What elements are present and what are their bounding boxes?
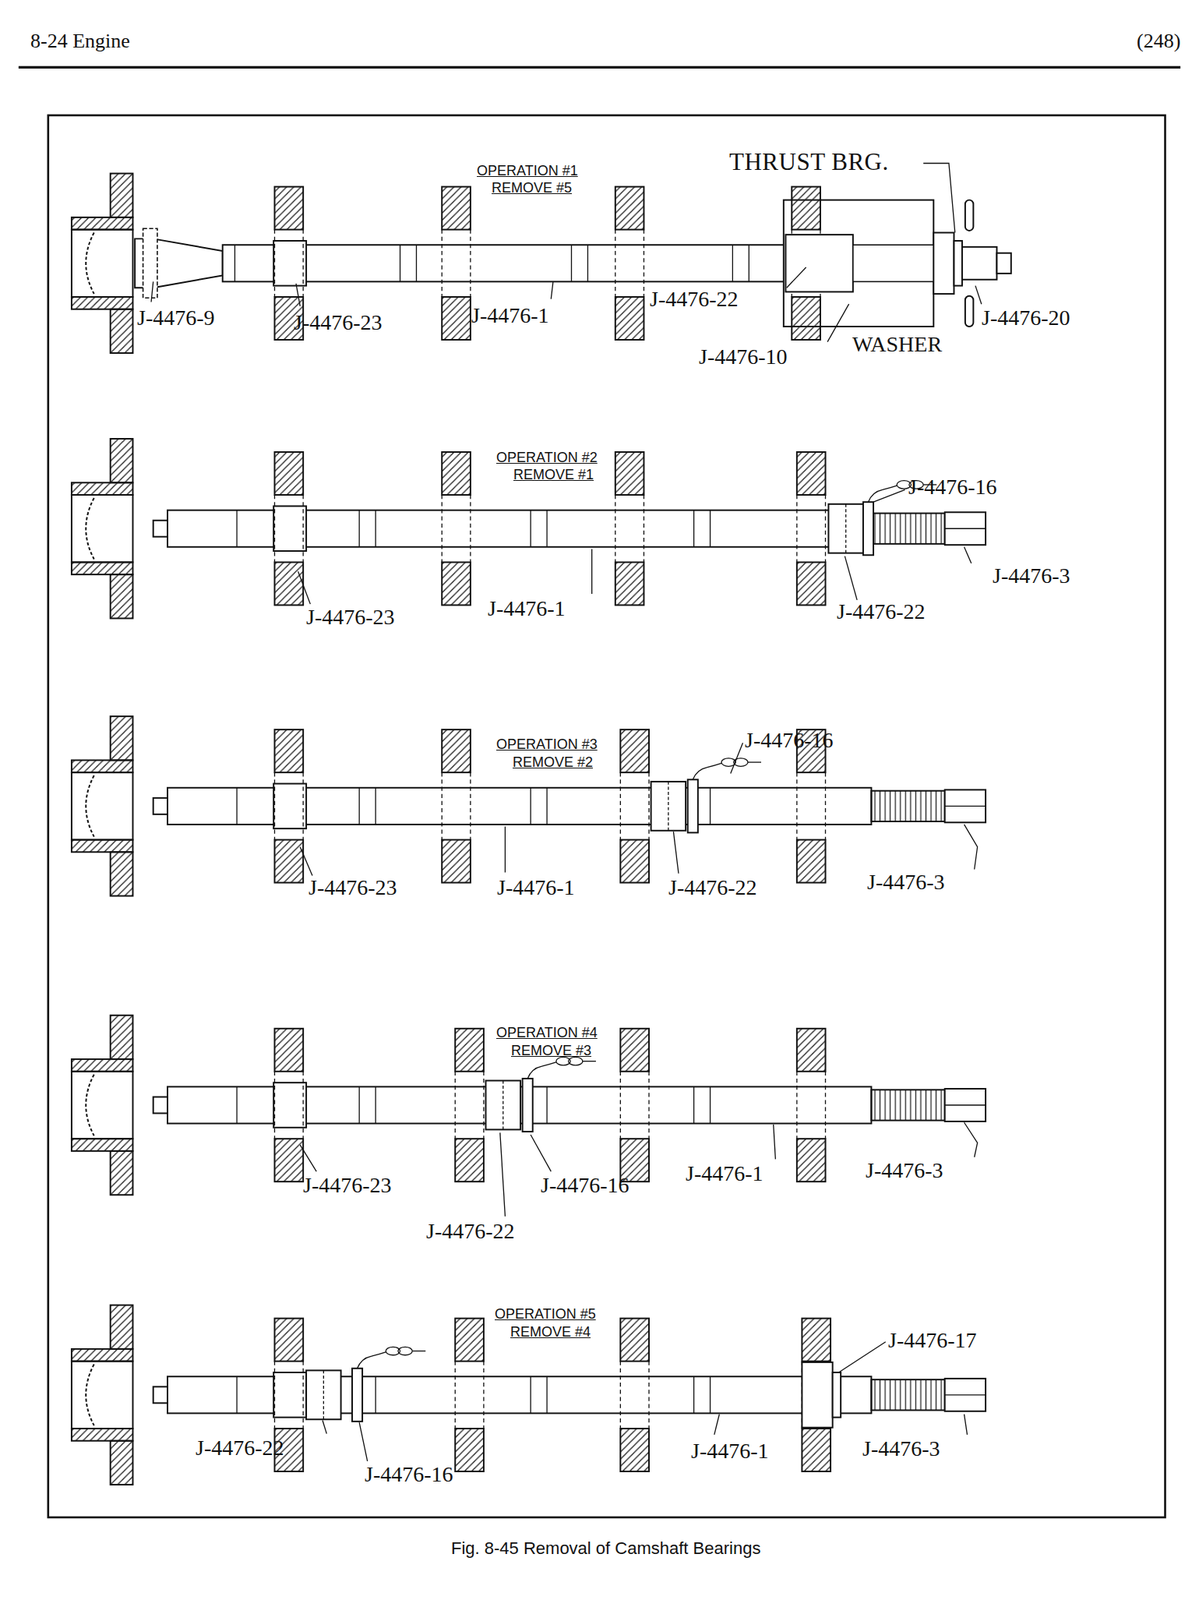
- part-name: WASHER: [852, 332, 942, 357]
- tool-number: J-4476-17: [888, 1328, 977, 1353]
- tool-number: J-4476-16: [908, 475, 998, 500]
- tool-number: J-4476-23: [306, 605, 395, 630]
- tool-number: J-4476-22: [668, 875, 758, 900]
- tool-number: J-4476-22: [649, 287, 739, 312]
- tool-number: J-4476-23: [308, 875, 398, 900]
- operation-heading: REMOVE #3: [511, 1043, 592, 1059]
- tool-number: J-4476-16: [364, 1462, 454, 1487]
- tool-number: J-4476-10: [698, 345, 788, 370]
- tool-number: J-4476-22: [836, 599, 926, 625]
- tool-number: J-4476-1: [497, 875, 575, 900]
- tool-number: J-4476-1: [691, 1438, 769, 1464]
- tool-number: J-4476-3: [865, 1158, 944, 1183]
- tool-number: J-4476-3: [862, 1436, 941, 1461]
- operation-heading: REMOVE #5: [491, 180, 572, 197]
- figure-caption: Fig. 8-45 Removal of Camshaft Bearings: [451, 1538, 761, 1558]
- operation-heading: REMOVE #4: [510, 1324, 591, 1341]
- operation-heading: OPERATION #4: [496, 1025, 598, 1041]
- tool-number: J-4476-16: [540, 1173, 630, 1198]
- tool-number: J-4476-22: [426, 1219, 515, 1244]
- part-name: THRUST BRG.: [729, 148, 889, 176]
- tool-number: J-4476-3: [867, 870, 946, 895]
- operation-heading: OPERATION #3: [496, 737, 598, 753]
- operation-heading: REMOVE #2: [512, 754, 593, 771]
- page-header: 8-24 Engine: [30, 30, 131, 53]
- operation-heading: REMOVE #1: [513, 467, 594, 484]
- tool-number: J-4476-23: [293, 310, 383, 336]
- tool-number: J-4476-20: [981, 306, 1071, 331]
- operation-heading: OPERATION #1: [476, 163, 579, 180]
- tool-number: J-4476-9: [137, 306, 216, 331]
- page-header: (248): [1136, 30, 1181, 53]
- tool-number: J-4476-1: [487, 596, 566, 621]
- tool-number: J-4476-16: [744, 728, 834, 753]
- tool-number: J-4476-3: [992, 564, 1071, 589]
- tool-number: J-4476-1: [471, 303, 550, 328]
- tool-number: J-4476-22: [195, 1435, 285, 1460]
- tool-number: J-4476-23: [303, 1173, 392, 1198]
- tool-number: J-4476-1: [685, 1161, 764, 1186]
- operation-heading: OPERATION #5: [494, 1306, 596, 1323]
- operation-heading: OPERATION #2: [496, 450, 598, 466]
